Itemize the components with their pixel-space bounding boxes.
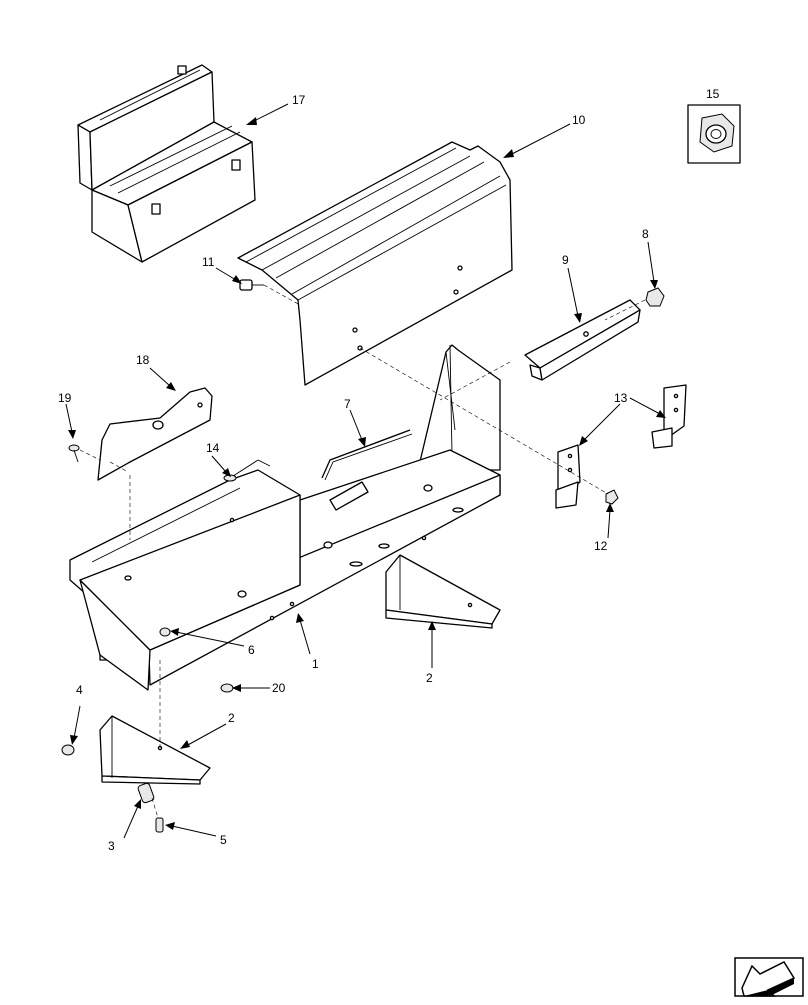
- callout-4: 4: [76, 683, 83, 697]
- callout-2-right: 2: [426, 671, 433, 685]
- next-page-arrow-icon[interactable]: [734, 957, 804, 997]
- nut-inset-part: [687, 104, 741, 164]
- bracket-part-13b: [651, 384, 687, 449]
- callout-10: 10: [572, 113, 586, 127]
- callout-labels: 17 10 15 11 8 9 18 19 7 13 14 12 6 1 2 2…: [58, 87, 720, 853]
- nut-part-20: [220, 683, 234, 693]
- callout-6: 6: [248, 643, 255, 657]
- support-rail-part: [524, 299, 641, 381]
- nut-part-4: [61, 744, 75, 756]
- callout-5: 5: [220, 833, 227, 847]
- nut-part-12: [605, 489, 619, 505]
- callout-11: 11: [202, 255, 215, 269]
- callout-14: 14: [206, 441, 220, 455]
- nut-part-6: [159, 627, 171, 637]
- callout-1: 1: [312, 657, 319, 671]
- callout-3: 3: [108, 839, 115, 853]
- cover-panel-part: [237, 141, 513, 386]
- bolt-part-5: [155, 817, 164, 833]
- screw-part-19: [68, 444, 80, 463]
- leader-lines: [65, 103, 666, 839]
- nut-part-8: [645, 287, 665, 307]
- rod-part: [321, 429, 413, 481]
- callout-7: 7: [344, 397, 351, 411]
- callout-18: 18: [136, 353, 150, 367]
- callout-19: 19: [58, 391, 72, 405]
- main-frame-part: [69, 344, 501, 691]
- assembly-center-lines: [79, 284, 646, 819]
- callout-8: 8: [642, 227, 649, 241]
- tool-box-part: [77, 64, 256, 263]
- bolt-part-3: [137, 782, 155, 804]
- bolt-part-11: [239, 279, 264, 291]
- callout-9: 9: [562, 253, 569, 267]
- callout-12: 12: [594, 539, 608, 553]
- callout-17: 17: [292, 93, 306, 107]
- gusset-part-right: [385, 554, 501, 629]
- callout-2-lower: 2: [228, 711, 235, 725]
- bracket-part-13a: [555, 444, 581, 509]
- callout-13: 13: [614, 391, 628, 405]
- side-plate-part: [97, 387, 213, 481]
- callout-15: 15: [706, 87, 720, 101]
- gusset-part-lower: [99, 715, 211, 785]
- callout-20: 20: [272, 681, 286, 695]
